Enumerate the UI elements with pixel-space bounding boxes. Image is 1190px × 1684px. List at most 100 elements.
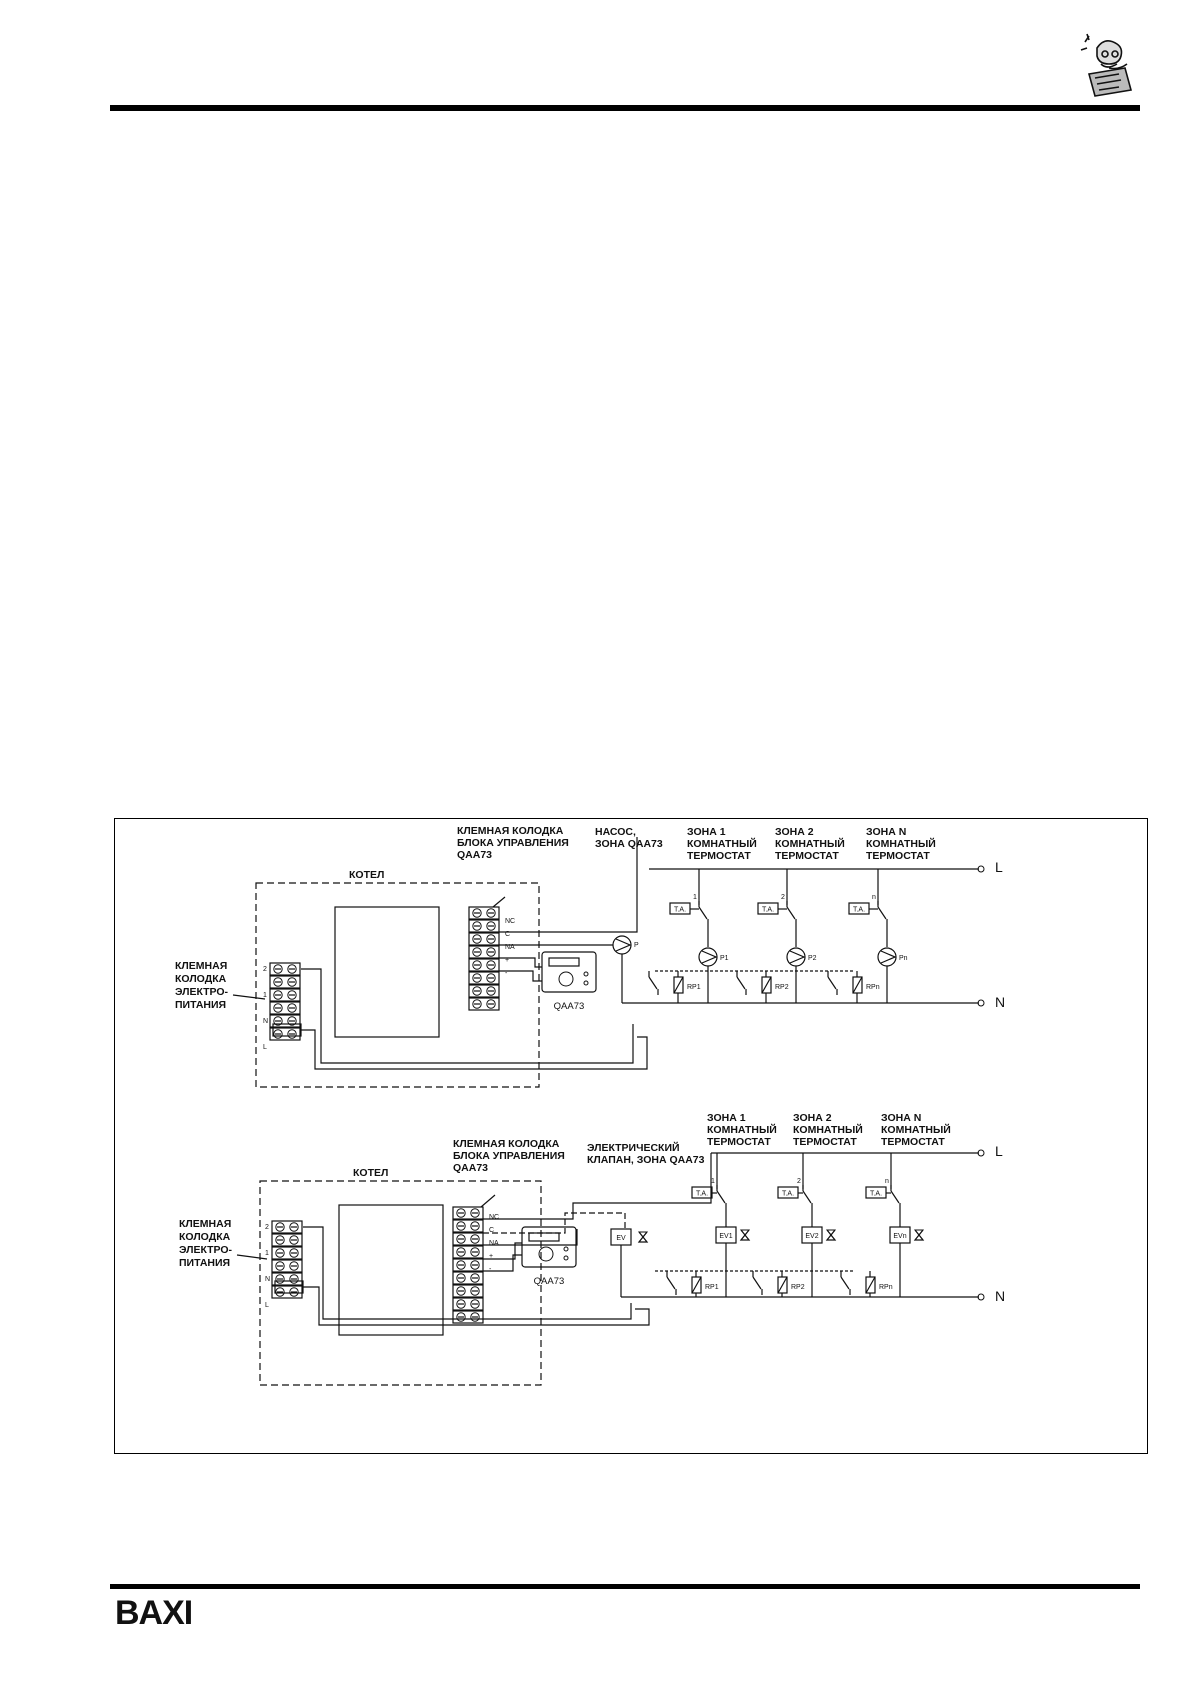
control-terminal-cell [468, 984, 500, 998]
power-terminal-label: КОЛОДКА [179, 1231, 231, 1243]
zone-title: ЗОНА 1 [707, 1112, 746, 1124]
power-terminal-screw [287, 977, 297, 987]
power-terminal-screw [273, 964, 283, 974]
terminal-tag: NC [489, 1214, 499, 1221]
zone-pump-icon [786, 947, 806, 967]
relay-contact-blade [666, 1276, 676, 1290]
zone-title: КОМНАТНЫЙ [775, 837, 845, 850]
rail-L-label: L [995, 859, 1003, 875]
controller-label: QAA73 [534, 1276, 565, 1287]
control-terminal-label: QAA73 [453, 1162, 488, 1174]
rail-N-label: N [995, 1288, 1005, 1304]
power-terminal-screw [289, 1248, 299, 1258]
zone-valve-icon-body [825, 1229, 837, 1241]
control-terminal-cell [452, 1310, 484, 1324]
relay-coil-diag [865, 1276, 876, 1294]
power-terminal-tag: N [265, 1276, 270, 1283]
zone-title: ЗОНА N [866, 826, 906, 838]
power-terminal-cell [271, 1220, 303, 1234]
main-pump-label: P [634, 942, 639, 949]
control-terminal-label: КЛЕМНАЯ КОЛОДКА [453, 1138, 560, 1150]
zone-pump-icon-arrow [880, 950, 897, 964]
control-terminal-cell [452, 1245, 484, 1259]
zone-valve-icon-body [913, 1229, 925, 1241]
valve-label: КЛАПАН, ЗОНА QAA73 [587, 1154, 705, 1166]
wire-NC [483, 1212, 626, 1234]
power-terminal-cell [269, 1014, 301, 1028]
relay-label: RP1 [687, 984, 701, 991]
zone-pump-icon-arrow [789, 950, 806, 964]
control-terminal-cell [452, 1232, 484, 1246]
zone-title: КОМНАТНЫЙ [793, 1123, 863, 1136]
wire-power [303, 1226, 632, 1320]
controller-device-button [563, 1246, 569, 1252]
power-terminal-tag: 2 [263, 966, 267, 973]
boiler-title: КОТЕЛ [349, 869, 384, 881]
controller-label: QAA73 [554, 1001, 585, 1012]
zone-title: ТЕРМОСТАТ [793, 1136, 857, 1148]
boiler-outline [255, 882, 540, 1088]
controller-device [541, 951, 597, 993]
control-terminal-cell [452, 1271, 484, 1285]
wire-power [301, 1029, 648, 1070]
relay-label: RP2 [791, 1284, 805, 1291]
relay-coil-diag [691, 1276, 702, 1294]
power-terminal-cell [271, 1259, 303, 1273]
power-terminal-tag: L [265, 1302, 269, 1309]
control-terminal-screw [486, 908, 496, 918]
control-terminal-screw [472, 973, 482, 983]
terminal-tag: + [489, 1253, 493, 1260]
zone-title: КОМНАТНЫЙ [881, 1123, 951, 1136]
control-terminal-screw [472, 986, 482, 996]
header-rule [110, 105, 1140, 111]
power-terminal-screw [287, 1029, 297, 1039]
power-terminal-screw [287, 990, 297, 1000]
control-terminal-label: QAA73 [457, 849, 492, 861]
controller-device-button [563, 1255, 569, 1261]
main-pump-icon-arrow [615, 938, 632, 952]
wire-minus [483, 1254, 522, 1272]
control-terminal-cell [452, 1284, 484, 1298]
power-terminal-tag: N [263, 1018, 268, 1025]
power-terminal-screw [273, 977, 283, 987]
terminal-tag: - [489, 1266, 492, 1273]
control-terminal-cell [468, 971, 500, 985]
main-valve-icon-body [637, 1231, 649, 1243]
zone-valve-label: EV1 [719, 1233, 732, 1240]
rail-N-terminal [977, 1293, 985, 1301]
control-terminal-screw [486, 973, 496, 983]
zone-title: ЗОНА 1 [687, 826, 726, 838]
thermostat-switch-blade [698, 906, 708, 920]
controller-device-dial [538, 1246, 554, 1262]
thermostat-label: T.A. [853, 907, 865, 914]
control-terminal-cell [452, 1206, 484, 1220]
zone-number: 2 [797, 1178, 801, 1185]
relay-coil-diag [852, 976, 863, 994]
zone-title: ЗОНА 2 [775, 826, 814, 838]
zone-number: 2 [781, 894, 785, 901]
terminal-tag: NA [505, 944, 515, 951]
wire-C [499, 837, 638, 933]
zone-title: КОМНАТНЫЙ [707, 1123, 777, 1136]
thermostat-switch-blade [890, 1190, 900, 1204]
control-terminal-cell [468, 958, 500, 972]
power-terminal-screw [289, 1222, 299, 1232]
power-terminal-screw [273, 1029, 283, 1039]
rail-N-terminal [977, 999, 985, 1007]
control-terminal-screw [472, 999, 482, 1009]
power-terminal-cell [271, 1233, 303, 1247]
zone-pump-icon [877, 947, 897, 967]
rail-L-terminal [977, 865, 985, 873]
thermostat-label: T.A. [762, 907, 774, 914]
control-terminal-screw [486, 947, 496, 957]
leader-line [236, 1254, 268, 1260]
controller-device-display [548, 957, 580, 967]
control-terminal-screw [486, 986, 496, 996]
thermostat-label: T.A. [696, 1191, 708, 1198]
zone-title: ТЕРМОСТАТ [881, 1136, 945, 1148]
relay-label: RPn [866, 984, 880, 991]
zone-title: ТЕРМОСТАТ [707, 1136, 771, 1148]
control-terminal-screw [456, 1273, 466, 1283]
relay-contact-blade [736, 976, 746, 990]
